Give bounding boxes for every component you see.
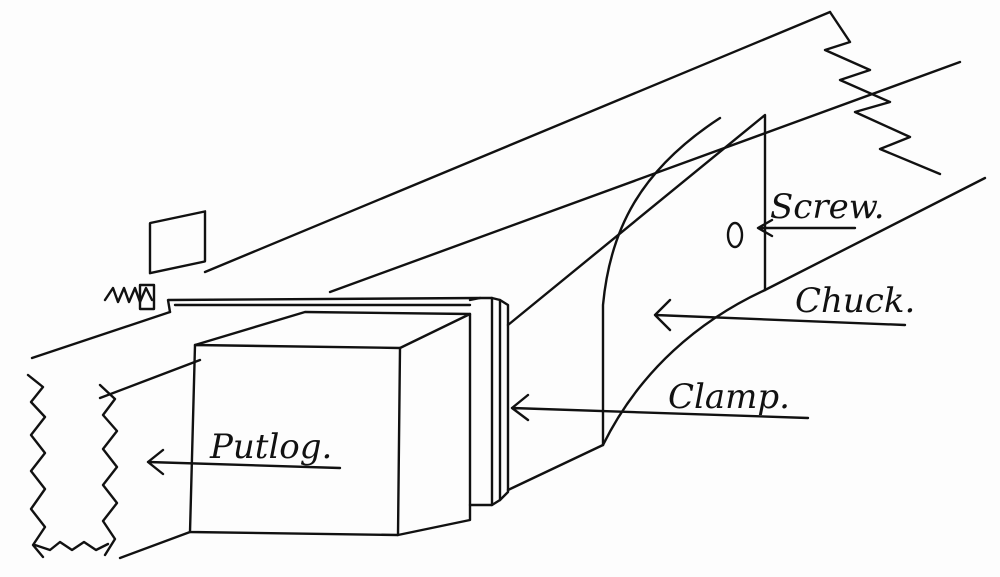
screw-thread-left <box>103 210 207 311</box>
putlog-block <box>166 296 482 537</box>
beam-break-zigzag-right <box>823 10 942 176</box>
clamp-plates <box>468 296 510 507</box>
putlog-arrow <box>146 448 342 476</box>
putlog-break-zigzag-inner <box>98 383 119 557</box>
screw-head-icon <box>726 221 744 249</box>
label-putlog: Putlog. <box>209 427 332 467</box>
screw-arrow <box>756 218 857 238</box>
label-screw: Screw. <box>770 187 885 227</box>
ledger-beam <box>203 10 987 294</box>
chuck-arrow <box>653 298 907 332</box>
putlog-break-zigzag-outer <box>26 373 47 559</box>
label-clamp: Clamp. <box>668 377 790 417</box>
label-chuck: Chuck. <box>795 281 915 321</box>
clamp-arrow <box>510 393 810 422</box>
putlog-left-extension <box>26 310 202 560</box>
chuck <box>506 113 767 492</box>
